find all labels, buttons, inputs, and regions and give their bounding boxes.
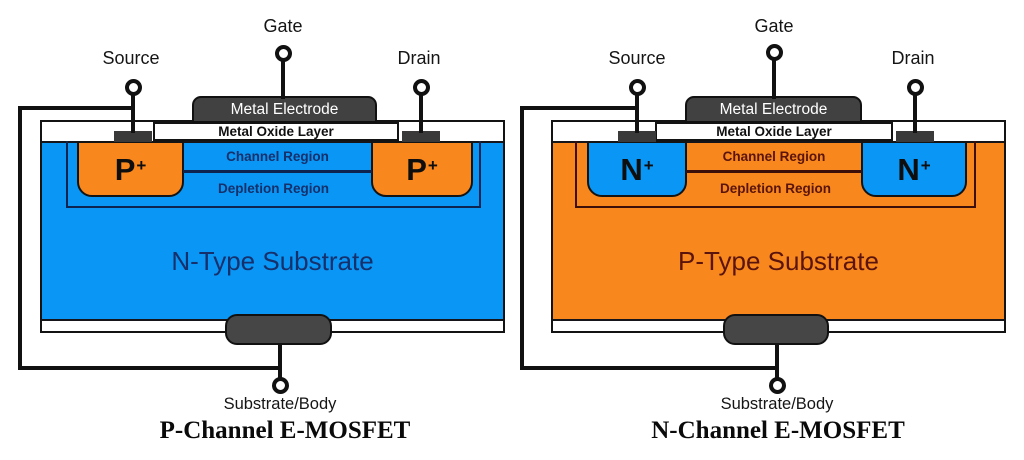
source-body-wire-bottom: [18, 366, 282, 370]
drain-contact-pad: [896, 131, 934, 142]
gate-terminal-icon: [766, 44, 783, 61]
depletion-region-label: Depletion Region: [720, 181, 831, 196]
substrate-type-label: P-Type Substrate: [678, 246, 879, 276]
source-body-wire-top: [520, 106, 639, 110]
source-terminal-icon: [629, 79, 646, 96]
drain-terminal-icon: [413, 79, 430, 96]
source-label: Source: [102, 48, 160, 68]
diagram-caption: N-Channel E-MOSFET: [651, 417, 905, 444]
body-terminal-icon: [769, 377, 786, 394]
source-contact-pad: [114, 131, 152, 142]
source-lead: [635, 93, 639, 133]
channel-depletion-divider: [183, 170, 372, 173]
metal-electrode: Metal Electrode: [192, 96, 377, 123]
depletion-region-label: Depletion Region: [218, 181, 329, 196]
source-well: N+: [587, 141, 687, 197]
drain-lead: [419, 93, 423, 133]
depletion-region-outline: [575, 141, 976, 208]
drain-well-label: P+: [406, 151, 438, 187]
substrate-body-label: Substrate/Body: [223, 395, 337, 413]
drain-terminal-icon: [907, 79, 924, 96]
source-label: Source: [608, 48, 666, 68]
metal-oxide-layer: Metal Oxide Layer: [655, 122, 893, 141]
body-contact: [723, 314, 829, 345]
gate-lead: [772, 58, 776, 99]
source-well-label: N+: [620, 151, 654, 187]
body-lead: [278, 344, 282, 378]
source-contact-pad: [618, 131, 656, 142]
source-body-wire-vertical: [520, 106, 524, 370]
source-body-wire-bottom: [520, 366, 779, 370]
metal-electrode: Metal Electrode: [685, 96, 862, 123]
source-body-wire-vertical: [18, 106, 22, 370]
drain-well: N+: [861, 141, 967, 197]
channel-depletion-divider: [686, 170, 862, 173]
source-well: P+: [77, 141, 184, 197]
metal-oxide-layer: Metal Oxide Layer: [153, 122, 399, 141]
channel-region-label: Channel Region: [722, 149, 826, 164]
diagram-caption: P-Channel E-MOSFET: [159, 417, 411, 444]
source-well-label: P+: [114, 151, 147, 187]
substrate-type-label: N-Type Substrate: [171, 246, 374, 276]
source-body-wire-top: [18, 106, 135, 110]
drain-contact-pad: [402, 131, 440, 142]
source-lead: [131, 93, 135, 133]
drain-lead: [913, 93, 917, 133]
depletion-region-outline: [66, 141, 481, 208]
substrate-body-label: Substrate/Body: [720, 395, 834, 413]
drain-label: Drain: [397, 48, 441, 68]
gate-lead: [281, 59, 285, 99]
gate-terminal-icon: [275, 45, 292, 62]
source-terminal-icon: [125, 79, 142, 96]
body-lead: [775, 344, 779, 378]
drain-well: P+: [371, 141, 473, 197]
gate-label: Gate: [263, 16, 303, 36]
channel-region-label: Channel Region: [226, 149, 329, 164]
drain-label: Drain: [891, 48, 935, 68]
drain-well-label: N+: [897, 151, 931, 187]
body-terminal-icon: [272, 377, 289, 394]
gate-label: Gate: [754, 16, 794, 36]
